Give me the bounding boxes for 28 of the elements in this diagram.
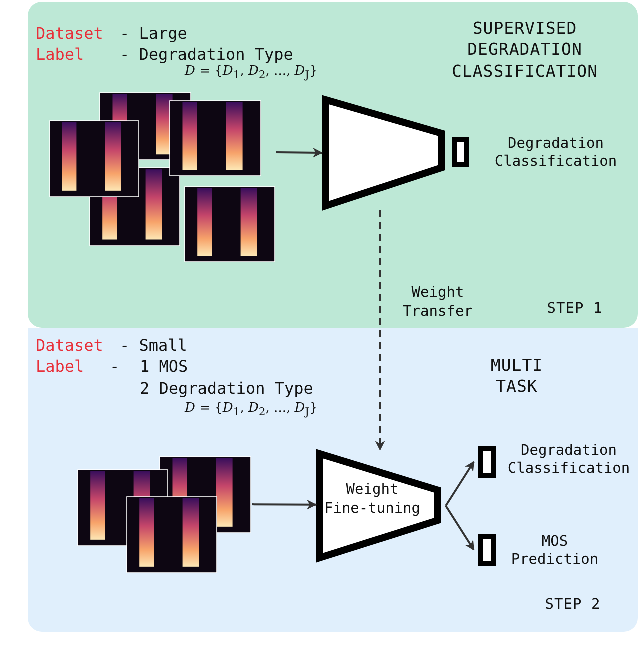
field-name: Dataset [36, 336, 104, 355]
field-name: Label [36, 357, 84, 376]
panel-heading: SUPERVISED DEGRADATION CLASSIFICATION [450, 18, 600, 82]
stage-panel [28, 328, 638, 632]
step-label: STEP 1 [546, 300, 604, 319]
output-label: MOS Prediction [510, 533, 600, 570]
output-label: Degradation Classification [506, 442, 632, 478]
field-name: Label [36, 45, 84, 64]
output-label: Degradation Classification [494, 135, 618, 172]
arrow [445, 461, 475, 507]
field-value: - Small [120, 336, 188, 355]
edge-label: Weight Transfer [402, 284, 474, 322]
panel-heading: MULTI TASK [490, 355, 544, 398]
arrow [276, 148, 323, 158]
field-value: - Degradation Type [120, 45, 294, 64]
formula: D = {D$_{1}$, D$_{2}$, ..., D$_{J}$} [185, 401, 318, 419]
field-value: - [110, 357, 120, 376]
arrow [375, 210, 386, 451]
node-text: Weight Fine-tuning [324, 481, 421, 519]
field-value: 2 Degradation Type [140, 379, 314, 398]
step-label: STEP 2 [544, 596, 602, 615]
field-value: - Large [120, 24, 188, 43]
formula: D = {D$_{1}$, D$_{2}$, ..., D$_{J}$} [185, 64, 318, 82]
arrow [252, 500, 317, 510]
field-value: 1 MOS [140, 357, 188, 376]
arrow [445, 505, 475, 551]
field-name: Dataset [36, 24, 104, 43]
stage-panel [28, 2, 638, 328]
